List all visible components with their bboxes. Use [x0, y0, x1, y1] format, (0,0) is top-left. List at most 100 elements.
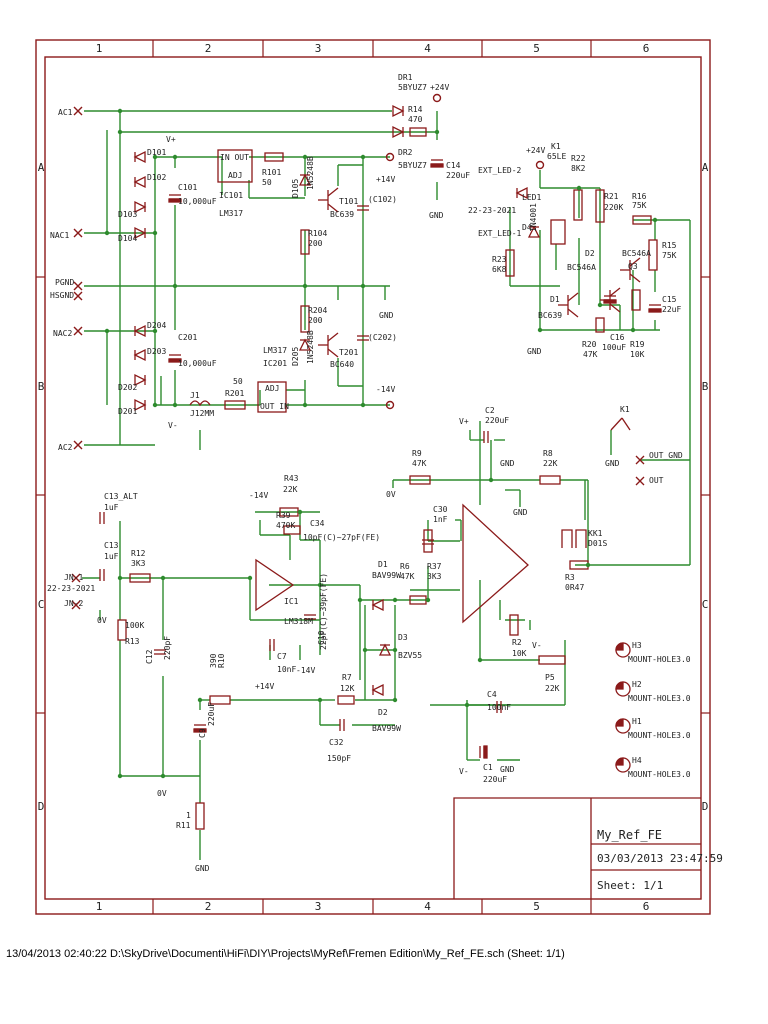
resistor [573, 189, 583, 221]
junction-dot [488, 477, 494, 483]
label-d1b: D1 [378, 560, 388, 569]
label-out: OUT [649, 476, 664, 485]
label-lm318: LM318M [284, 617, 313, 626]
label-r101v: 50 [262, 178, 272, 187]
label-pgnd: PGND [55, 278, 74, 287]
label-r9v: 47K [412, 459, 427, 468]
row-label: C [702, 598, 709, 611]
diode [371, 598, 384, 612]
diode [134, 200, 147, 214]
resistor [595, 317, 605, 333]
capacitor-polarity [483, 745, 488, 759]
label-minus14c: -14V [296, 666, 315, 675]
label-r204: R204 [308, 306, 327, 315]
connector-pin [71, 600, 81, 610]
label-r3v: 0R47 [565, 583, 584, 592]
label-r19v: 10K [630, 350, 645, 359]
label-c32v: 150pF [327, 754, 351, 763]
junction-dot [392, 597, 398, 603]
label-c30: C30 [433, 505, 448, 514]
label-r16: R16 [632, 192, 647, 201]
resistor [209, 695, 231, 705]
label-d203: D203 [147, 347, 166, 356]
junction-dot [652, 217, 658, 223]
frame-grid-ticks [36, 40, 710, 914]
label-c101v: 10,000uF [178, 197, 217, 206]
label-r104: R104 [308, 229, 327, 238]
label-zero_v2: 0V [97, 616, 107, 625]
label-conn_in: 22-23-2021 [47, 584, 95, 593]
label-d2: D2 [585, 249, 595, 258]
drawing-frame [35, 39, 711, 915]
column-label: 6 [643, 42, 650, 55]
label-j1: J1 [190, 391, 200, 400]
row-label: B [38, 380, 45, 393]
label-ic1: IC1 [284, 597, 299, 606]
transistor-lead [327, 332, 339, 342]
supply-terminal [432, 93, 442, 103]
label-bc639b: BC639 [538, 311, 562, 320]
junction-dot [477, 657, 483, 663]
label-gnd4: GND [500, 459, 515, 468]
diode [392, 104, 405, 118]
label-c10: C10 [317, 630, 326, 645]
junction-dot [302, 154, 308, 160]
label-r13v: 100K [125, 621, 144, 630]
components [99, 104, 662, 830]
junction-dot [117, 575, 123, 581]
component-labels: AC1NAC1PGNDHSGNDNAC2AC2D101D102D103D104D… [47, 73, 691, 873]
label-r2v: 10K [512, 649, 527, 658]
label-c34: C34 [310, 519, 325, 528]
label-q3: Q3 [628, 262, 638, 271]
resistor [595, 189, 605, 223]
junction-dot [585, 562, 591, 568]
relay-coil [550, 219, 566, 245]
junction-dots [104, 108, 658, 779]
junction-dot [357, 597, 363, 603]
label-d205: D205 [291, 347, 300, 366]
resistor [648, 239, 658, 271]
label-c7: C7 [277, 652, 287, 661]
diode [134, 373, 147, 387]
junction-dot [117, 108, 123, 114]
file-path-footer: 13/04/2013 02:40:22 D:\SkyDrive\Document… [6, 948, 565, 960]
label-c12: C12 [145, 649, 154, 664]
label-r3: R3 [565, 573, 575, 582]
relay-switch-lever [610, 417, 623, 431]
resistor [409, 475, 431, 485]
label-bzv55: BZV55 [398, 651, 422, 660]
label-dr1v: 5BYUZ7 [398, 83, 427, 92]
connector-pin [73, 440, 83, 450]
column-label: 1 [96, 42, 103, 55]
junction-dot [197, 697, 203, 703]
label-c13alt: C13_ALT [104, 492, 138, 501]
diode [133, 175, 146, 189]
label-r37: R37 [427, 562, 442, 571]
label-dr2v: 5BYUZ7 [398, 161, 427, 170]
label-ac1: AC1 [58, 108, 73, 117]
row-label: A [702, 161, 709, 174]
label-zero_v3: 0V [157, 789, 167, 798]
label-gnd2: GND [429, 211, 444, 220]
label-dr2: DR2 [398, 148, 413, 157]
label-d3: D3 [398, 633, 408, 642]
label-c9v: 220uF [207, 702, 216, 726]
diode [527, 225, 541, 238]
row-label: C [38, 598, 45, 611]
resistor [300, 229, 310, 255]
label-r11: R11 [176, 821, 191, 830]
label-mh4: MOUNT-HOLE3.0 [628, 770, 691, 779]
label-d105: D105 [291, 179, 300, 198]
junction-dot [302, 402, 308, 408]
row-label: A [38, 161, 45, 174]
label-d4: D4 [522, 223, 532, 232]
junction-dot [172, 402, 178, 408]
resistor [195, 802, 205, 830]
label-h2: H2 [632, 680, 642, 689]
label-bav99a: BAV99W [372, 571, 401, 580]
label-ic101: IC101 [219, 191, 243, 200]
label-k1: K1 [551, 142, 561, 151]
junction-dot [160, 575, 166, 581]
label-nac2: NAC2 [53, 329, 72, 338]
label-r201: R201 [225, 389, 244, 398]
